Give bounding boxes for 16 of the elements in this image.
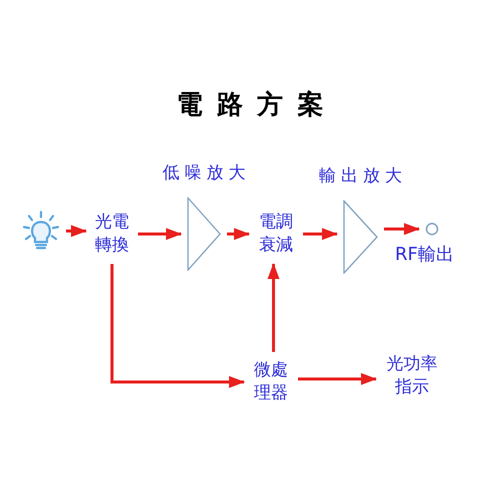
arrow xyxy=(384,223,420,235)
arrow xyxy=(268,263,280,352)
diagram-title: 電路方案 xyxy=(176,92,338,118)
block-label: 電調衰減 xyxy=(258,211,294,257)
arrow xyxy=(298,373,377,385)
amplifier-label: 輸出放大 xyxy=(318,168,408,185)
amplifier-label: 低噪放大 xyxy=(161,165,251,182)
arrow xyxy=(110,264,245,388)
block-label: 微處理器 xyxy=(253,359,289,405)
output-label: RF輸出 xyxy=(395,246,454,264)
arrow xyxy=(303,228,338,240)
block-label: 光電轉換 xyxy=(94,211,130,257)
block-label: 光功率指示 xyxy=(386,353,438,399)
arrow xyxy=(66,225,87,237)
arrow xyxy=(227,228,250,240)
arrow xyxy=(138,228,182,240)
